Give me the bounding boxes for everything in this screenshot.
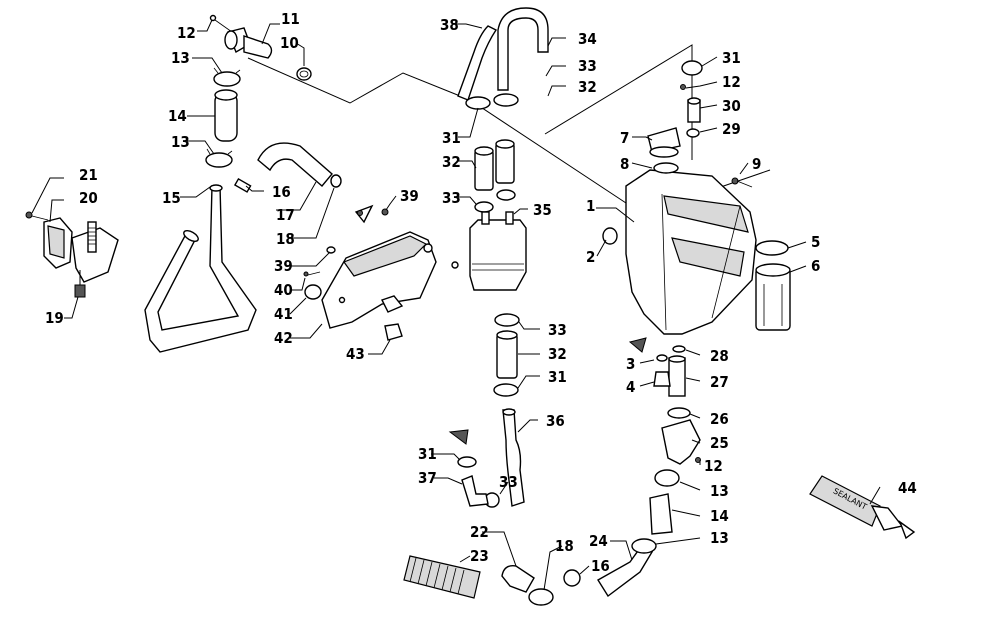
callout-5: 5 (811, 233, 820, 251)
lower-hose-assembly (403, 337, 701, 606)
callout-31b: 31 (442, 129, 461, 147)
callout-41: 41 (274, 305, 293, 323)
callout-23: 23 (470, 547, 489, 565)
callout-39a: 39 (400, 187, 419, 205)
heat-shield-assembly (303, 204, 459, 341)
callout-32a: 32 (578, 78, 597, 96)
callout-27: 27 (710, 373, 729, 391)
callout-2: 2 (586, 248, 595, 266)
coolant-tank-assembly (602, 60, 791, 335)
callout-31d: 31 (418, 445, 437, 463)
callout-6: 6 (811, 257, 820, 275)
callout-21: 21 (79, 166, 98, 184)
callout-10: 10 (280, 34, 299, 52)
callout-13d: 13 (710, 529, 729, 547)
callout-33a: 33 (578, 57, 597, 75)
callout-8: 8 (620, 155, 629, 173)
callout-14b: 14 (710, 507, 729, 525)
callout-7: 7 (620, 129, 629, 147)
upper-left-hose-assembly (144, 14, 342, 353)
callout-31a: 31 (722, 49, 741, 67)
callout-14a: 14 (168, 107, 187, 125)
callout-39b: 39 (274, 257, 293, 275)
callout-13b: 13 (171, 133, 190, 151)
callout-33c: 33 (548, 321, 567, 339)
callout-42: 42 (274, 329, 293, 347)
callout-35: 35 (533, 201, 552, 219)
callout-numbers: 1 2 3 4 5 6 7 8 9 10 11 12 12 12 13 13 1… (45, 10, 917, 575)
callout-16a: 16 (272, 183, 291, 201)
callout-26: 26 (710, 410, 729, 428)
callout-43: 43 (346, 345, 365, 363)
callout-20: 20 (79, 189, 98, 207)
callout-28: 28 (710, 347, 729, 365)
sensor-bracket-assembly (25, 211, 119, 298)
callout-13c: 13 (710, 482, 729, 500)
callout-3: 3 (626, 355, 635, 373)
callout-12c: 12 (704, 457, 723, 475)
callout-12a: 12 (177, 24, 196, 42)
charcoal-canister-assembly (448, 7, 549, 508)
callout-19: 19 (45, 309, 64, 327)
callout-1: 1 (586, 197, 595, 215)
callout-40: 40 (274, 281, 293, 299)
callout-34: 34 (578, 30, 597, 48)
callout-32b: 32 (442, 153, 461, 171)
callout-15: 15 (162, 189, 181, 207)
callout-13a: 13 (171, 49, 190, 67)
callout-16b: 16 (591, 557, 610, 575)
callout-9: 9 (752, 155, 761, 173)
callout-33b: 33 (442, 189, 461, 207)
callout-11: 11 (281, 10, 300, 28)
callout-12b: 12 (722, 73, 741, 91)
callout-37: 37 (418, 469, 437, 487)
callout-29: 29 (722, 120, 741, 138)
callout-30: 30 (722, 97, 741, 115)
callout-44: 44 (898, 479, 917, 497)
callout-38: 38 (440, 16, 459, 34)
callout-18a: 18 (276, 230, 295, 248)
callout-leaders (31, 19, 881, 591)
callout-25: 25 (710, 434, 729, 452)
callout-32c: 32 (548, 345, 567, 363)
callout-18b: 18 (555, 537, 574, 555)
callout-24: 24 (589, 532, 608, 550)
callout-22: 22 (470, 523, 489, 541)
callout-4: 4 (626, 378, 635, 396)
callout-17: 17 (276, 206, 295, 224)
callout-33d: 33 (499, 473, 518, 491)
callout-31c: 31 (548, 368, 567, 386)
callout-36: 36 (546, 412, 565, 430)
